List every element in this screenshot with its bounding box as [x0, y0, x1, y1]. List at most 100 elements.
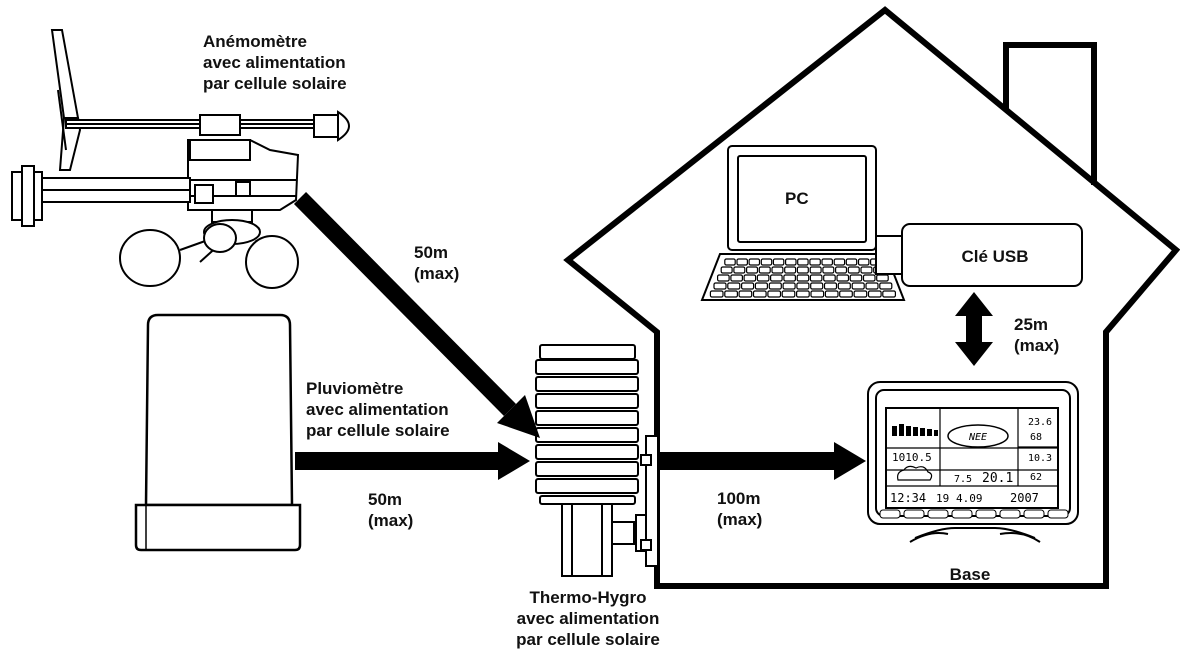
- keyboard-key: [758, 266, 771, 274]
- pc-label: PC: [785, 189, 809, 208]
- keyboard-key: [716, 274, 730, 282]
- keyboard-key: [768, 282, 782, 290]
- keyboard-key: [720, 266, 733, 274]
- keyboard-key: [822, 266, 835, 274]
- anemometer-illustration: [11, 29, 350, 289]
- keyboard-key: [824, 290, 839, 298]
- rain-link-arrow: [295, 452, 500, 470]
- keyboard-key: [862, 274, 876, 282]
- base-wind-speed: 7.5: [954, 474, 972, 485]
- pc-laptop-illustration: [700, 145, 906, 301]
- keyboard-key: [784, 266, 797, 274]
- keyboard-key: [730, 274, 744, 282]
- rain-link-arrowhead: [498, 442, 530, 480]
- keyboard-key: [781, 290, 796, 298]
- rain-gauge-illustration: [134, 313, 302, 552]
- keyboard-key: [809, 258, 821, 266]
- keyboard-key: [745, 266, 759, 274]
- keyboard-key: [837, 282, 851, 290]
- usb-link-arrow: [966, 306, 982, 348]
- keyboard-key: [738, 290, 753, 298]
- base-distance-label: 100m (max): [717, 489, 763, 529]
- base-month-day: 4.09: [956, 492, 983, 505]
- keyboard-key: [771, 266, 784, 274]
- link-arrows: [293, 192, 993, 480]
- usb-label: Clé USB: [961, 247, 1029, 266]
- anemometer-link-arrowhead: [497, 395, 540, 438]
- base-temp-in: 23.6: [1028, 417, 1052, 428]
- keyboard-key: [839, 290, 853, 298]
- keyboard-key: [876, 274, 889, 282]
- keyboard-key: [857, 258, 870, 266]
- keyboard-key: [797, 258, 809, 266]
- keyboard-key: [823, 282, 838, 290]
- keyboard-key: [769, 274, 783, 282]
- base-hum-out: 62: [1030, 472, 1042, 483]
- keyboard-key: [795, 290, 810, 298]
- base-hum-in: 68: [1030, 432, 1042, 443]
- keyboard-key: [756, 274, 770, 282]
- keyboard-key: [784, 258, 797, 266]
- usb-stick-illustration: [875, 223, 1083, 287]
- keyboard-key: [834, 266, 848, 274]
- keyboard-key: [882, 290, 896, 298]
- keyboard-key: [752, 290, 767, 298]
- base-pressure-bars: [892, 424, 938, 436]
- keyboard-key: [772, 258, 785, 266]
- keyboard-key: [724, 290, 738, 298]
- keyboard-key: [783, 274, 797, 282]
- keyboard-key: [851, 282, 865, 290]
- keyboard-key: [713, 282, 727, 290]
- keyboard-key: [733, 266, 746, 274]
- rain-gauge-label: Pluviomètre avec alimentation par cellul…: [306, 379, 450, 440]
- usb-link-arrowhead-up: [955, 292, 993, 316]
- keyboard-key: [727, 282, 741, 290]
- keyboard-key: [796, 282, 810, 290]
- keyboard-key: [809, 266, 822, 274]
- base-wind-direction: NEE: [968, 432, 987, 443]
- keyboard-key: [865, 282, 879, 290]
- base-temp-out: 10.3: [1028, 453, 1052, 464]
- keyboard-key: [853, 290, 868, 298]
- keyboard-key: [823, 274, 836, 282]
- anemometer-label: Anémomètre avec alimentation par cellule…: [203, 32, 347, 93]
- keyboard-key: [782, 282, 796, 290]
- house-outline: [563, 6, 1180, 589]
- base-time: 12:34: [890, 491, 926, 505]
- rain-distance-label: 50m (max): [368, 490, 414, 530]
- keyboard-key: [743, 274, 757, 282]
- keyboard-key: [724, 258, 736, 266]
- thermo-hygro-label: Thermo-Hygro avec alimentation par cellu…: [516, 588, 660, 649]
- keyboard-key: [740, 282, 755, 290]
- base-link-arrow: [660, 452, 838, 470]
- keyboard-key: [849, 274, 863, 282]
- base-year: 2007: [1010, 491, 1039, 505]
- keyboard-key: [845, 258, 858, 266]
- keyboard-key: [860, 266, 873, 274]
- keyboard-key: [810, 282, 824, 290]
- keyboard-key: [867, 290, 882, 298]
- keyboard-key: [836, 274, 850, 282]
- usb-link-arrowhead-down: [955, 342, 993, 366]
- keyboard-key: [821, 258, 833, 266]
- base-link-arrowhead: [834, 442, 866, 480]
- keyboard-key: [796, 274, 810, 282]
- keyboard-key: [879, 282, 893, 290]
- base-label: Base: [949, 565, 991, 584]
- keyboard-key: [709, 290, 724, 298]
- keyboard-key: [754, 282, 769, 290]
- thermo-hygro-illustration: [535, 344, 659, 577]
- keyboard-key: [810, 290, 825, 298]
- forecast-cloud-icon: [897, 465, 933, 481]
- base-station-illustration: [867, 381, 1079, 543]
- usb-distance-label: 25m (max): [1014, 315, 1060, 355]
- base-pressure-value: 1010.5: [892, 451, 932, 464]
- keyboard-key: [736, 258, 748, 266]
- keyboard-key: [796, 266, 809, 274]
- keyboard-key: [809, 274, 823, 282]
- base-day: 19: [936, 492, 949, 505]
- keyboard-key: [833, 258, 846, 266]
- anemometer-distance-label: 50m (max): [414, 243, 460, 283]
- keyboard-key: [760, 258, 773, 266]
